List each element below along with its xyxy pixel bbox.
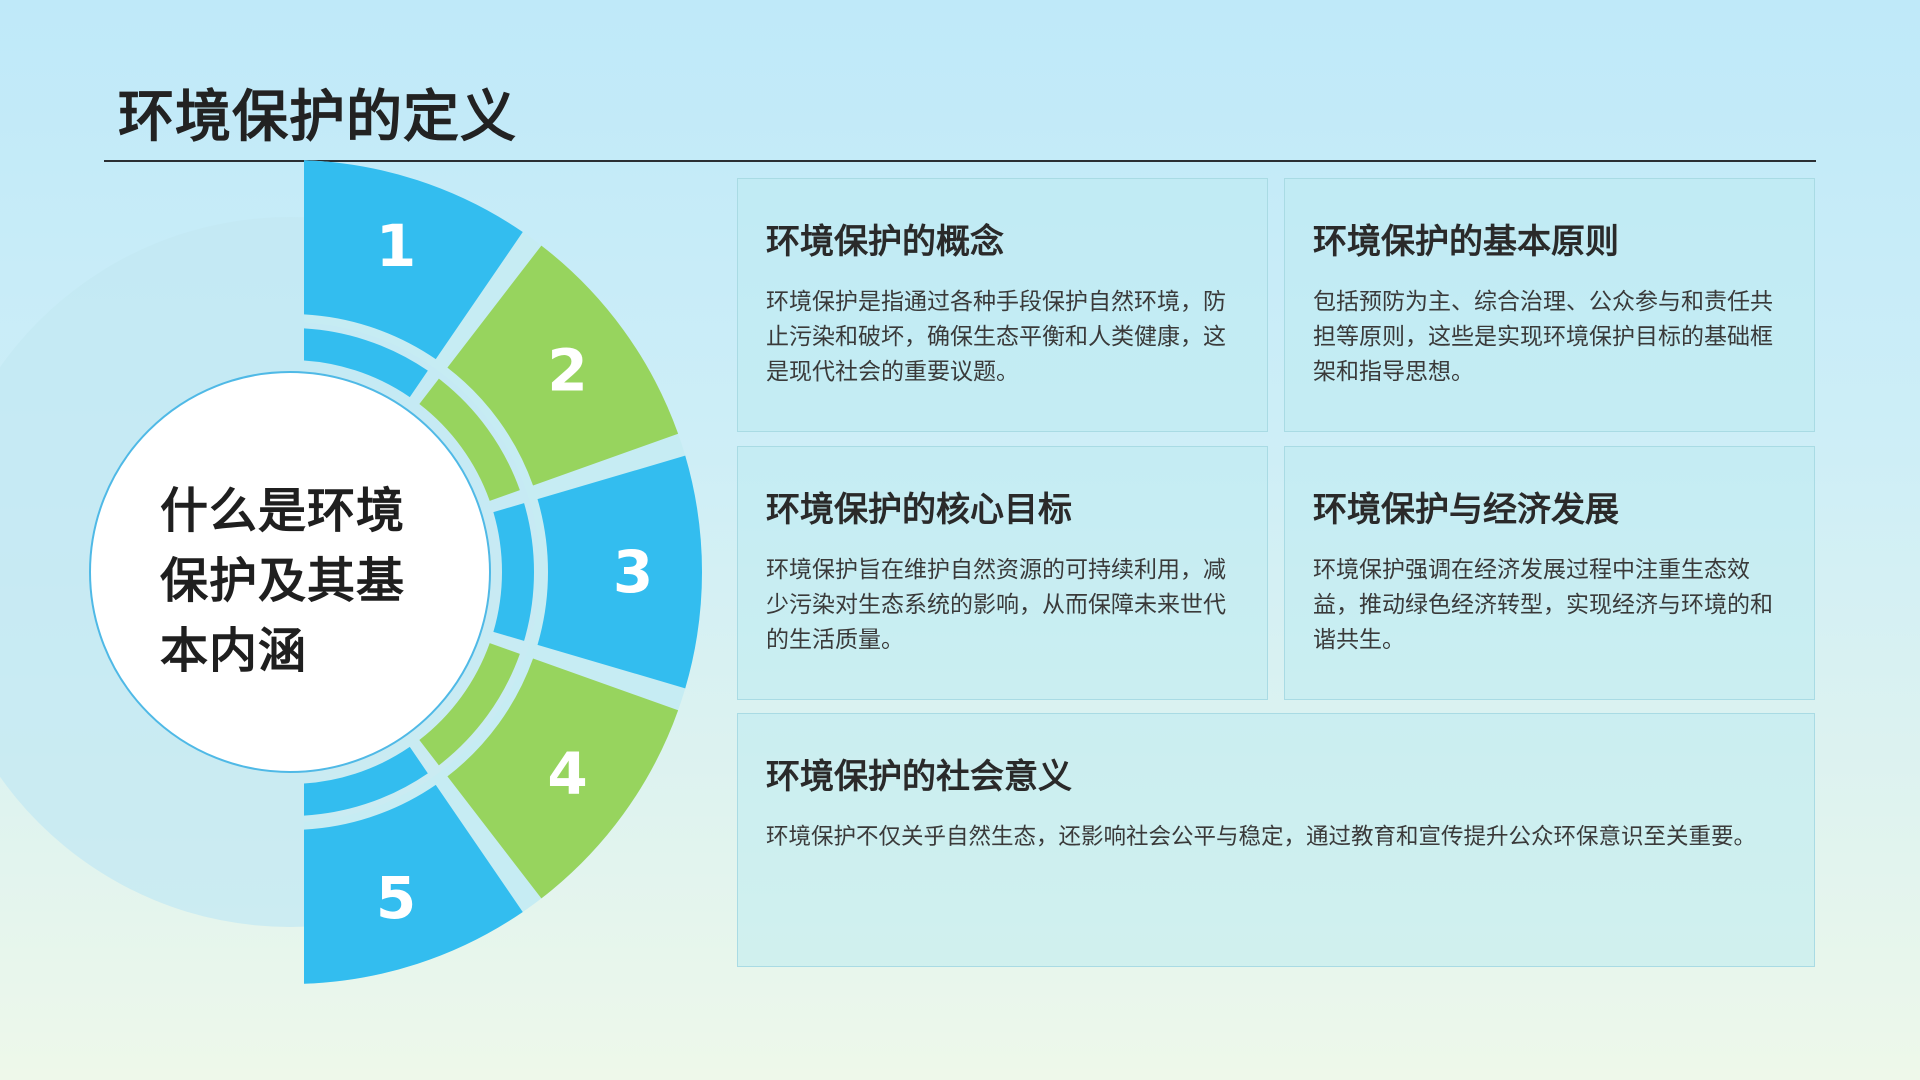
wheel-segment-5 xyxy=(304,784,523,984)
card-goals-text: 环境保护旨在维护自然资源的可持续利用，减少污染对生态系统的影响，从而保障未来世代… xyxy=(766,557,1226,653)
page-title: 环境保护的定义 xyxy=(118,85,517,150)
card-principles-text: 包括预防为主、综合治理、公众参与和责任共担等原则，这些是实现环境保护目标的基础框… xyxy=(1313,289,1773,385)
card-principles: 环境保护的基本原则 包括预防为主、综合治理、公众参与和责任共担等原则，这些是实现… xyxy=(1284,178,1815,432)
wheel-ring-segment-3 xyxy=(493,503,535,641)
wheel-segment-2 xyxy=(447,245,679,486)
card-economy-text: 环境保护强调在经济发展过程中注重生态效益，推动绿色经济转型，实现经济与环境的和谐… xyxy=(1313,557,1773,653)
wheel-ring-segment-4 xyxy=(419,643,520,766)
wheel-ring-segment-2 xyxy=(419,378,520,501)
wheel-segment-4 xyxy=(447,658,679,899)
title-divider xyxy=(104,160,1816,162)
card-social-text: 环境保护不仅关乎自然生态，还影响社会公平与稳定，通过教育和宣传提升公众环保意识至… xyxy=(766,824,1757,850)
card-economy-title: 环境保护与经济发展 xyxy=(1313,490,1619,530)
card-goals: 环境保护的核心目标 环境保护旨在维护自然资源的可持续利用，减少污染对生态系统的影… xyxy=(737,446,1268,700)
card-goals-title: 环境保护的核心目标 xyxy=(766,490,1072,530)
card-concept-text: 环境保护是指通过各种手段保护自然环境，防止污染和破坏，确保生态平衡和人类健康，这… xyxy=(766,289,1226,385)
wheel-ring-segment-5 xyxy=(304,746,428,816)
wheel-segment-2-label: 2 xyxy=(547,336,587,404)
center-circle xyxy=(89,371,491,773)
wheel-segment-1-label: 1 xyxy=(376,212,416,280)
card-social-title: 环境保护的社会意义 xyxy=(766,757,1072,797)
card-concept: 环境保护的概念 环境保护是指通过各种手段保护自然环境，防止污染和破坏，确保生态平… xyxy=(737,178,1268,432)
card-concept-title: 环境保护的概念 xyxy=(766,222,1004,262)
wheel-segment-4-label: 4 xyxy=(547,740,587,808)
card-social: 环境保护的社会意义 环境保护不仅关乎自然生态，还影响社会公平与稳定，通过教育和宣… xyxy=(737,713,1815,967)
wheel-segment-5-label: 5 xyxy=(376,864,416,932)
center-caption: 什么是环境保护及其基本内涵 xyxy=(160,483,406,679)
card-economy: 环境保护与经济发展 环境保护强调在经济发展过程中注重生态效益，推动绿色经济转型，… xyxy=(1284,446,1815,700)
wheel-segment-3-label: 3 xyxy=(613,538,653,606)
card-principles-title: 环境保护的基本原则 xyxy=(1313,222,1619,262)
wheel-segment-3 xyxy=(537,455,703,689)
wheel-segment-1 xyxy=(304,160,523,360)
wheel-ring-segment-1 xyxy=(304,328,428,398)
